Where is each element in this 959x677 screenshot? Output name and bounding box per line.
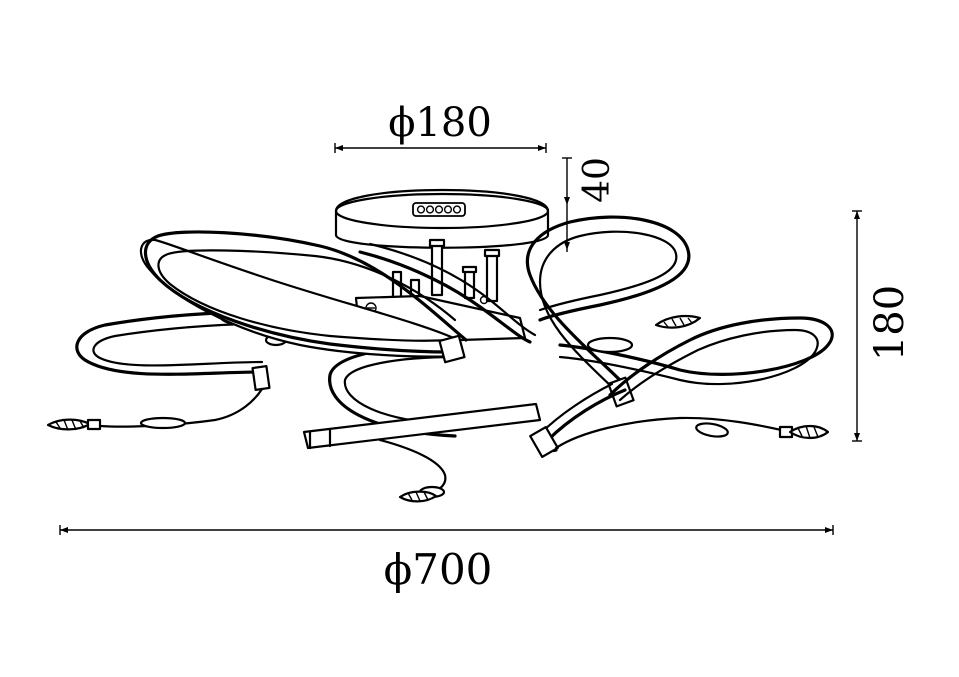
dimension-canopy-height: 40	[562, 157, 618, 252]
canopy-diameter-label: ϕ180	[388, 100, 492, 146]
center-ribbon	[358, 242, 537, 344]
dimension-canopy-diameter: ϕ180	[334, 100, 547, 153]
top-left-loop	[139, 230, 468, 364]
led-bulb-icon-bottom	[398, 490, 438, 503]
ceiling-canopy	[334, 188, 550, 249]
screw-terminal-icon	[412, 202, 466, 217]
overall-diameter-label: ϕ700	[384, 545, 493, 594]
front-right-ribbon	[529, 382, 830, 458]
front-bar	[302, 402, 542, 503]
led-bulb-icon-left	[46, 418, 102, 431]
led-bulb-icon-right-top	[654, 314, 702, 329]
canopy-height-label: 40	[577, 157, 618, 203]
dimension-overall-diameter: ϕ700	[59, 525, 834, 594]
right-loop	[558, 316, 834, 402]
lamp-body	[46, 188, 834, 503]
overall-height-label: 180	[867, 285, 913, 361]
right-top-loop	[525, 215, 691, 408]
dimension-overall-height: 180	[852, 210, 913, 442]
led-bulb-icon-right	[778, 424, 830, 440]
loop-connectors-right	[586, 314, 702, 354]
